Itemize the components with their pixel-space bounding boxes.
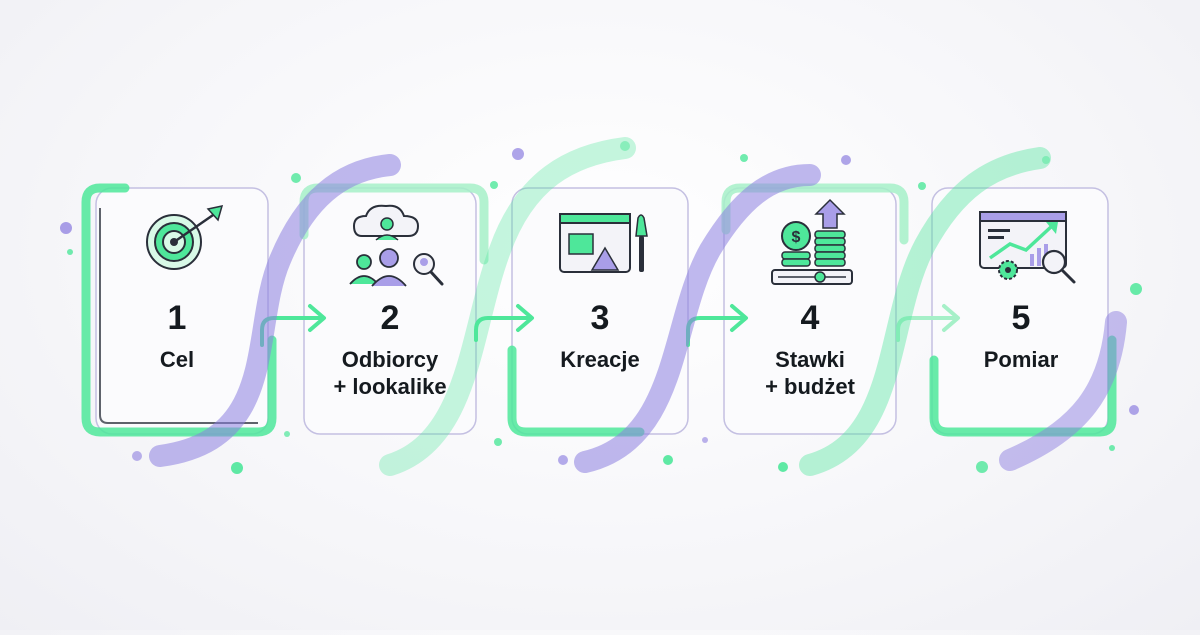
connector-arrow-4-5	[896, 304, 960, 342]
step-number: 4	[800, 299, 820, 337]
green-swoosh	[799, 147, 1051, 476]
step-number: 5	[1011, 299, 1031, 337]
step-title: Stawki	[775, 347, 845, 372]
step-title: Odbiorcy	[341, 347, 439, 372]
step-4-card: $	[721, 183, 909, 435]
card-green-bracket	[507, 345, 645, 437]
card-dark-line	[99, 208, 258, 424]
step-2-card	[299, 183, 489, 435]
step-number: 3	[590, 299, 610, 337]
budget-icon: $	[771, 198, 853, 285]
card-green-bracket	[299, 183, 489, 265]
decorative-dots	[60, 141, 1142, 474]
step-title: Cel	[159, 347, 195, 372]
step-title-line-2: + lookalike	[333, 374, 447, 399]
step-5-card	[929, 187, 1117, 437]
connector-arrow-2-3	[474, 304, 534, 342]
step-1-label: 1 Cel	[82, 300, 272, 373]
purple-swoosh	[999, 311, 1127, 471]
step-4-label: 4 Stawki + budżet	[715, 300, 905, 400]
step-1-card	[81, 183, 277, 437]
step-number: 1	[167, 299, 187, 337]
step-number: 2	[380, 299, 400, 337]
purple-swoosh	[149, 154, 401, 467]
step-3-label: 3 Kreacje	[505, 300, 695, 373]
audience-icon	[349, 204, 444, 287]
step-2-label: 2 Odbiorcy + lookalike	[295, 300, 485, 400]
creative-icon	[559, 213, 648, 273]
analytics-icon	[979, 211, 1076, 284]
step-title: Kreacje	[560, 347, 640, 372]
card-green-bracket	[81, 183, 277, 437]
step-title: Pomiar	[983, 347, 1059, 372]
step-5-label: 5 Pomiar	[926, 300, 1116, 373]
svg-text:$: $	[792, 229, 801, 246]
card-green-bracket	[929, 335, 1117, 437]
target-icon	[146, 205, 224, 270]
step-title-line-2: + budżet	[765, 374, 855, 399]
card-green-bracket	[721, 183, 909, 245]
purple-swoosh	[574, 164, 821, 473]
green-swoosh	[379, 137, 636, 476]
decorative-swooshes	[149, 137, 1127, 476]
